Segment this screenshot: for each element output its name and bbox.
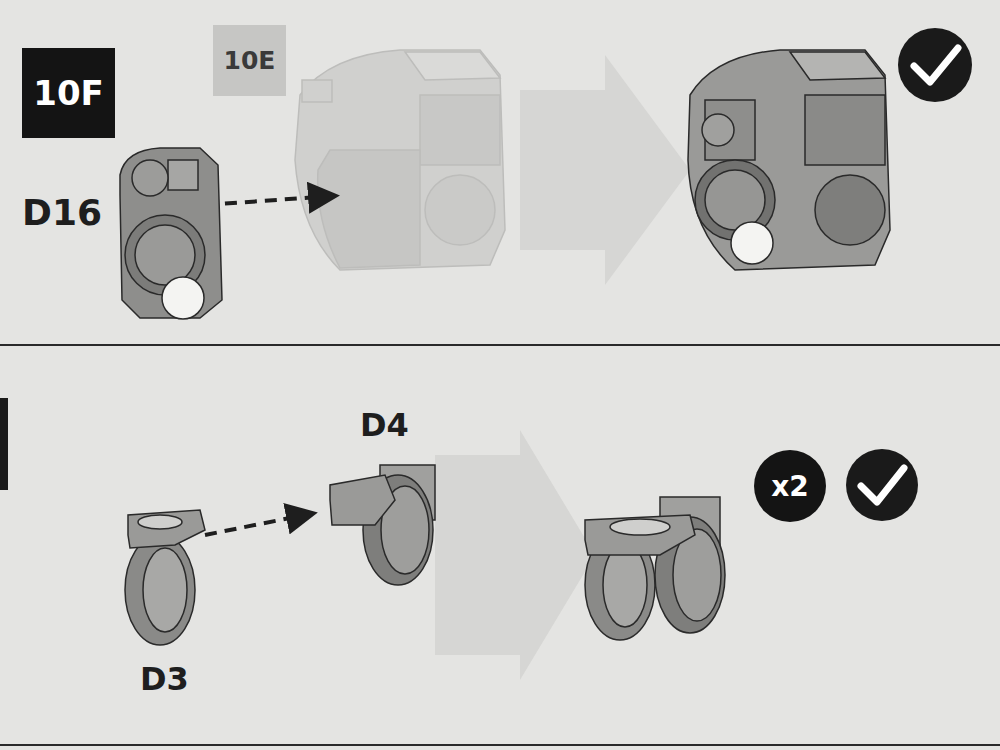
combined-part bbox=[585, 497, 725, 640]
step-text: 10E bbox=[224, 46, 276, 75]
step-text: x2 bbox=[771, 470, 809, 503]
separator-line bbox=[0, 744, 1000, 746]
step-text: 10F bbox=[33, 73, 104, 113]
check-icon bbox=[846, 449, 918, 521]
part-label: D4 bbox=[360, 406, 409, 444]
separator-line bbox=[0, 344, 1000, 346]
part-label: D16 bbox=[22, 192, 102, 233]
step-number-box: 10F bbox=[22, 48, 115, 138]
dashed-arrow bbox=[205, 196, 332, 205]
part-d4 bbox=[330, 465, 435, 585]
part-d16 bbox=[120, 148, 222, 319]
step-arrow bbox=[435, 430, 595, 680]
check-icon bbox=[898, 28, 972, 102]
faded-assembly bbox=[295, 50, 505, 270]
part-d3 bbox=[125, 510, 205, 645]
quantity-badge: x2 bbox=[754, 450, 826, 522]
step-tab bbox=[0, 398, 8, 490]
previous-step-box: 10E bbox=[213, 25, 286, 96]
dashed-arrow bbox=[205, 514, 310, 535]
completed-assembly bbox=[688, 50, 890, 270]
part-label: D3 bbox=[140, 660, 189, 698]
step-arrow bbox=[520, 55, 690, 285]
